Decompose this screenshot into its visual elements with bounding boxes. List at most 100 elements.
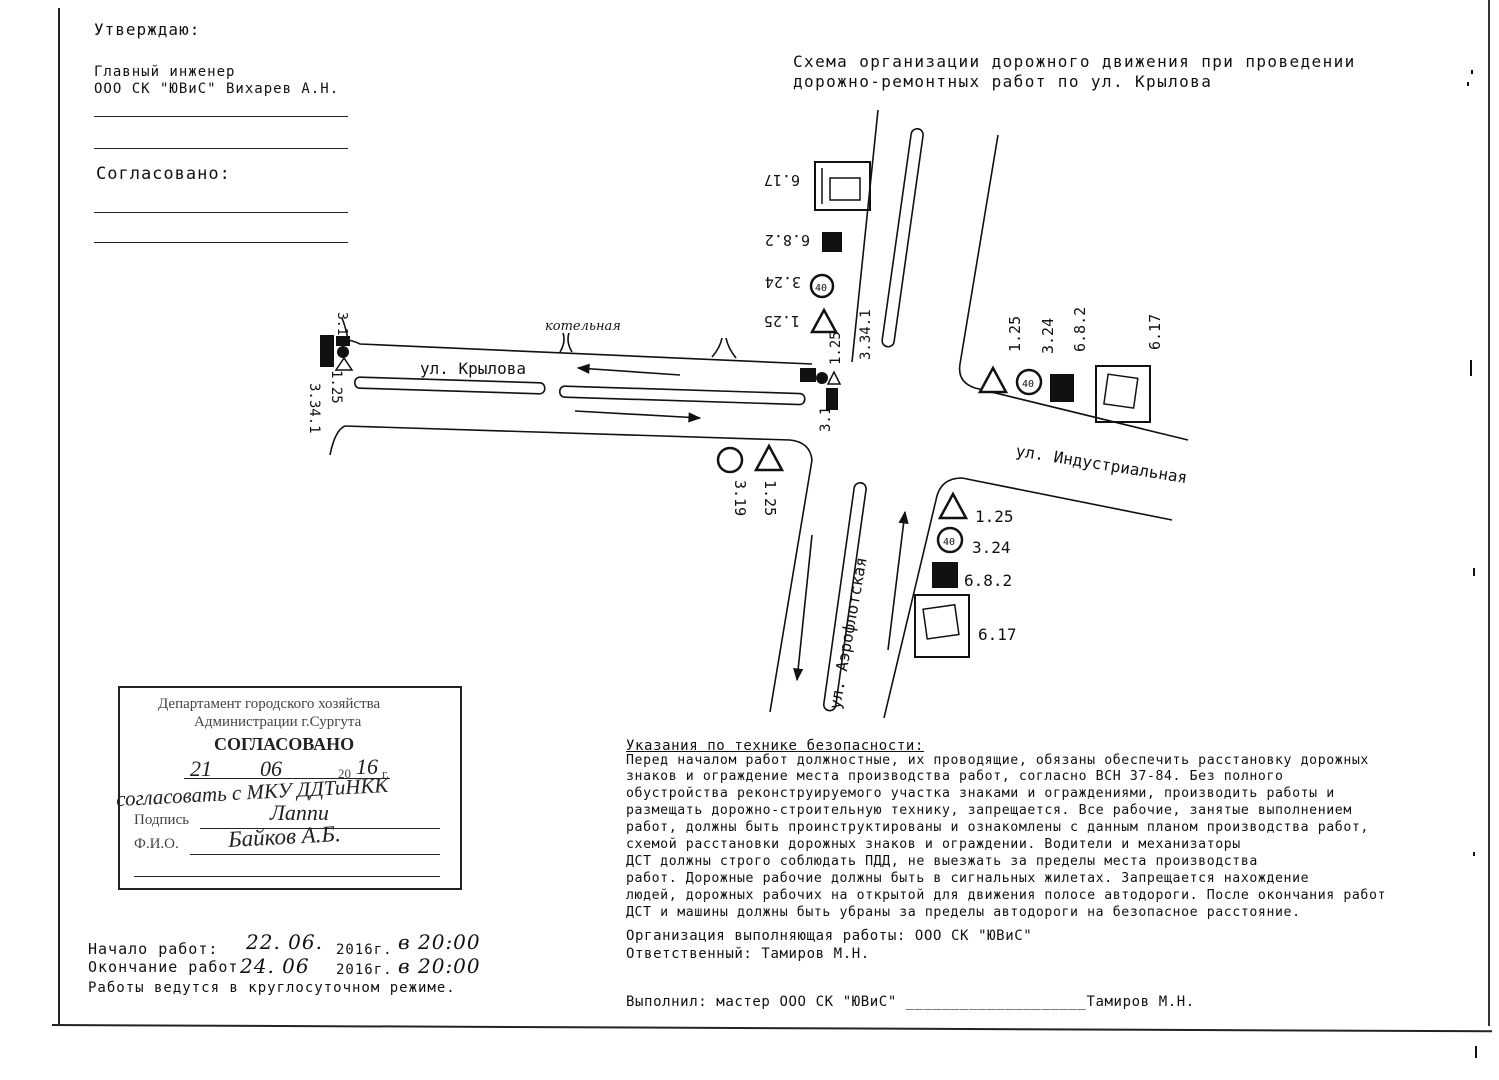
south-road-left-edge (769, 459, 813, 713)
safety-line-2: знаков и ограждение места производства р… (626, 769, 1284, 784)
boiler-ramp-1 (559, 332, 565, 353)
start-date: 22. 06. (246, 930, 323, 954)
north-median (881, 127, 924, 348)
street-label-aeroflotskaya: ул. Аэрофлотская (825, 556, 870, 711)
sign-3-1-west (336, 336, 350, 346)
position-line1: Главный инженер (94, 64, 236, 80)
sign-1-25-north (809, 307, 839, 334)
south-road-right-edge (883, 477, 1173, 719)
sign-1-25-south (937, 491, 969, 520)
safety-line-4: размещать дорожно-строительную технику, … (626, 803, 1352, 818)
stamp-day: 21 (190, 756, 212, 781)
agreed-date-line (94, 242, 348, 243)
krylova-top-edge (344, 339, 813, 365)
stamp-sign-label: Подпись (134, 812, 190, 828)
north-road-left-edge (851, 109, 879, 363)
boiler-ramp-4 (725, 337, 737, 359)
sign-3-24-north (809, 273, 835, 299)
sign-num-3341-west: 3.34.1 (306, 383, 322, 434)
agreed-title: Согласовано: (96, 164, 231, 184)
safety-line-8: работ. Дорожные рабочие должны быть в си… (626, 871, 1310, 886)
stamp-year-mark: г. (382, 766, 390, 781)
krylova-arrow-west (576, 363, 681, 376)
sign-3-24-south (936, 526, 964, 554)
sign-speed-north: 40 (815, 283, 827, 294)
sign-group-north (814, 161, 871, 211)
sign-num-125-west: 1.25 (328, 370, 344, 404)
stamp-name-value: Байков А.Б. (227, 821, 342, 852)
sign-num-682-north: 6.8.2 (765, 231, 810, 249)
sign-num-617-south: 6.17 (978, 625, 1017, 644)
sign-6-17-north (814, 161, 871, 211)
page-frame-top-left (58, 8, 60, 1026)
stamp-dept-line2: Администрации г.Сургута (194, 714, 362, 730)
agreed-signature-line (94, 212, 348, 213)
stamp-year-prefix: 20 (338, 766, 351, 781)
sign-num-31-west: 3.1 (334, 312, 349, 335)
sign-6-8-2-south (932, 562, 958, 588)
approval-stamp: Департамент городского хозяйства Админис… (116, 686, 462, 890)
sign-3-34-1-west (320, 335, 334, 367)
sign-3-19 (716, 446, 744, 474)
end-label: Окончание работ (88, 958, 239, 976)
safety-line-10: ДСТ и машины должны быть убраны за преде… (626, 905, 1301, 920)
aero-arrow-north (887, 510, 909, 651)
safety-line-7: ДСТ должны строго соблюдать ПДД, не выез… (626, 854, 1258, 869)
sign-6-8-2-east (1050, 374, 1074, 402)
aero-arrow-south (793, 534, 813, 682)
sign-num-682-east: 6.8.2 (1071, 307, 1089, 352)
start-label: Начало работ: (88, 940, 219, 958)
stamp-date-line (184, 778, 390, 779)
sign-num-3341-east: 3.34.1 (858, 309, 874, 360)
krylova-median-left (354, 376, 546, 395)
krylova-bottom-edge-2 (344, 425, 813, 461)
approve-date-line (94, 148, 348, 149)
stamp-extra-line (134, 876, 440, 877)
sign-num-125-east: 1.25 (1006, 316, 1024, 352)
stamp-name-label: Ф.И.О. (134, 836, 179, 852)
safety-executed: Выполнил: мастер ООО СК "ЮВиС" _________… (626, 994, 1195, 1010)
sign-num-125-south: 1.25 (975, 507, 1014, 526)
approve-signature-line (94, 116, 348, 117)
sign-num-617-north: 6.17 (764, 171, 800, 189)
south-median (822, 481, 867, 712)
stamp-sign-line (200, 828, 440, 829)
stamp-year-suffix: 16 (356, 754, 378, 779)
sign-num-125-north: 1.25 (764, 312, 800, 330)
safety-line-9: людей, дорожных рабочих на открытой для … (626, 888, 1387, 903)
krylova-arrow-east (574, 410, 702, 423)
boiler-ramp-2 (567, 332, 573, 353)
end-time: в 20:00 (398, 954, 481, 978)
krylova-bottom-edge (329, 425, 346, 456)
krylova-median-right (559, 385, 806, 406)
sign-6-17-south (914, 594, 970, 658)
sign-num-319: 3.19 (731, 480, 749, 516)
sign-num-324-south: 3.24 (972, 538, 1011, 557)
boiler-ramp-3 (711, 337, 723, 358)
sign-6-8-2-north (822, 232, 842, 252)
sign-1-25-krylova-south (753, 443, 785, 472)
sign-num-324-north: 3.24 (765, 273, 801, 291)
sign-1-25-east (977, 365, 1009, 394)
safety-heading: Указания по технике безопасности: (626, 738, 924, 754)
safety-line-5: работ, должны быть проинструктированы и … (626, 820, 1369, 835)
stamp-name-line (190, 854, 440, 855)
start-year: 2016г. (336, 942, 393, 958)
stamp-dept-line1: Департамент городского хозяйства (158, 696, 381, 712)
work-mode: Работы ведутся в круглосуточном режиме. (88, 980, 456, 996)
safety-line-1: Перед началом работ должностные, их пров… (626, 753, 1369, 768)
end-year: 2016г. (336, 962, 393, 978)
stamp-month: 06 (260, 756, 282, 781)
stamp-agreed: СОГЛАСОВАНО (214, 734, 355, 754)
sign-3-34-1-east (826, 388, 838, 410)
sign-num-31-east: 3.1 (818, 407, 834, 432)
street-label-industrialnaya: ул. Индустриальная (1014, 441, 1188, 487)
sign-speed-south: 40 (943, 537, 955, 548)
boiler-label: котельная (545, 319, 621, 334)
end-date: 24. 06 (240, 954, 310, 978)
sign-num-125-krylova-south: 1.25 (761, 480, 779, 516)
safety-line-3: обустройства реконструируемого участка з… (626, 786, 1335, 801)
sign-speed-east: 40 (1022, 379, 1034, 390)
page-frame-right (1488, 0, 1490, 1026)
